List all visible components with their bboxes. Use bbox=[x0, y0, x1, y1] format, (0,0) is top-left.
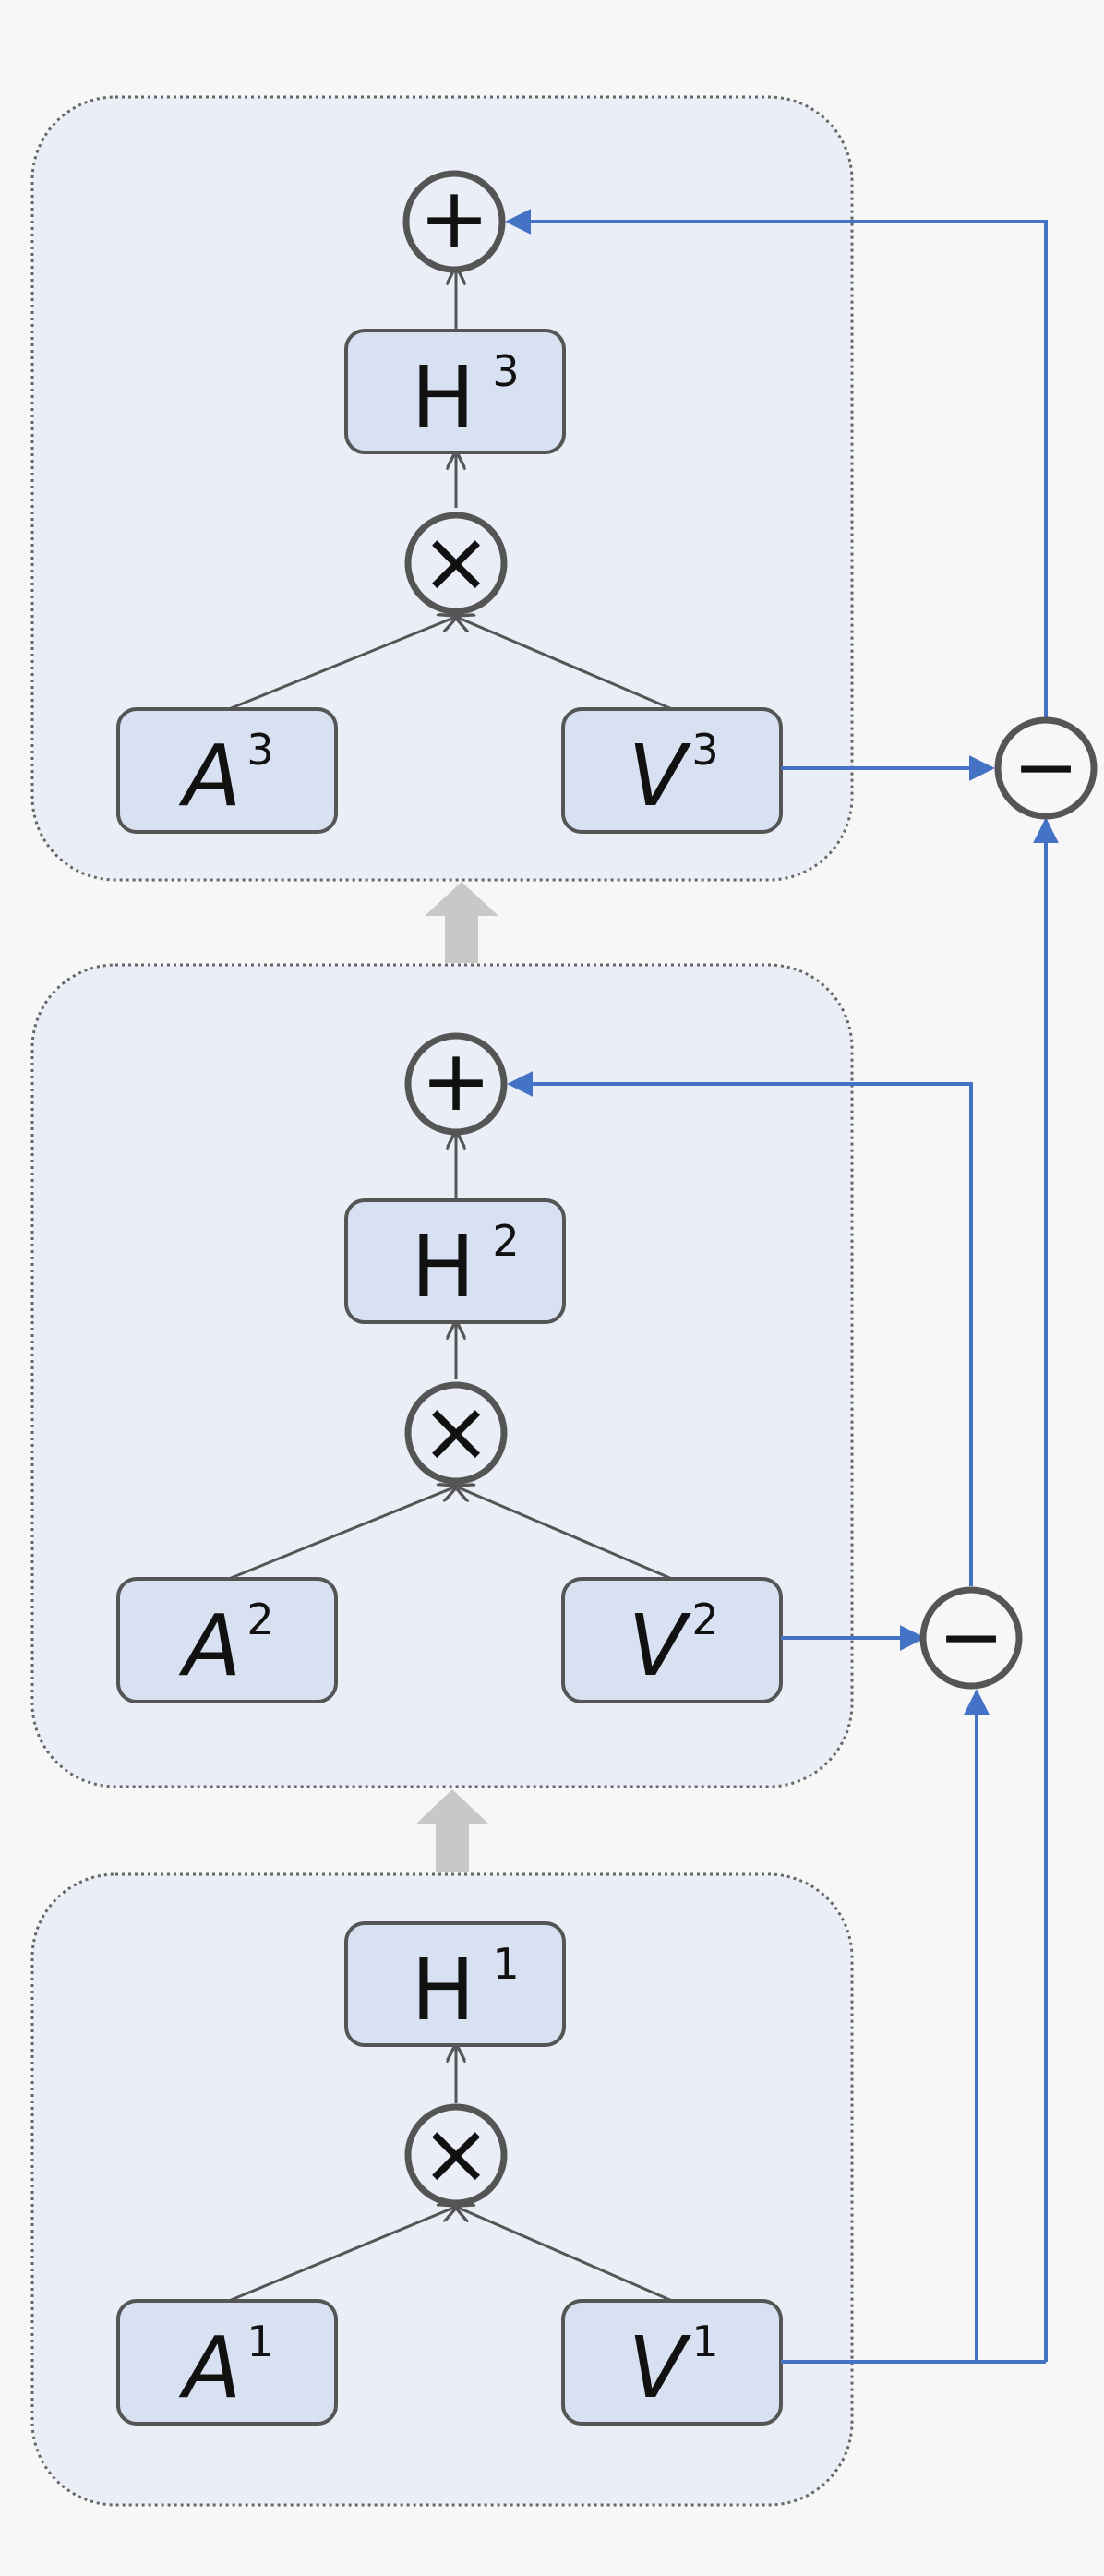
add-node-2 bbox=[404, 1032, 508, 1136]
v2-node bbox=[561, 1577, 783, 1703]
h1-node bbox=[344, 1921, 566, 2047]
a2-node bbox=[116, 1577, 338, 1703]
multiply-symbol-3: × bbox=[420, 512, 491, 611]
a3-node bbox=[116, 707, 338, 834]
layer-2: + H 2 × A 2 V 2 bbox=[116, 1031, 783, 1703]
add-symbol-3: + bbox=[418, 169, 489, 268]
a1-node bbox=[116, 2299, 338, 2426]
add-symbol-2: + bbox=[420, 1031, 491, 1130]
edge-a3-to-mult bbox=[228, 617, 456, 711]
layer-3: + H 3 × A 3 V 3 bbox=[116, 169, 783, 834]
multiply-node-1 bbox=[404, 2103, 508, 2207]
v1-sup: 1 bbox=[691, 2317, 718, 2366]
h2-label: H bbox=[411, 1218, 474, 1317]
multiply-symbol-1: × bbox=[420, 2104, 491, 2203]
subtract-symbol-2: − bbox=[938, 1591, 1004, 1683]
h3-label: H bbox=[411, 348, 474, 447]
a2-sup: 2 bbox=[246, 1595, 273, 1644]
h3-node bbox=[344, 329, 566, 454]
v2-sup: 2 bbox=[691, 1595, 718, 1644]
layer-1: H 1 × A 1 V 1 bbox=[116, 1921, 783, 2426]
add-node-3 bbox=[402, 170, 506, 273]
h1-sup: 1 bbox=[492, 1939, 519, 1989]
v2-label: V bbox=[629, 1596, 692, 1695]
h2-node bbox=[344, 1198, 566, 1324]
a3-label: A bbox=[179, 727, 242, 825]
v3-sup: 3 bbox=[691, 725, 718, 775]
a2-label: A bbox=[179, 1596, 242, 1695]
v3-node bbox=[561, 707, 783, 834]
v1-label: V bbox=[629, 2318, 692, 2417]
a1-label: A bbox=[179, 2318, 242, 2417]
h3-sup: 3 bbox=[492, 346, 519, 396]
edge-a1-to-mult bbox=[228, 2207, 456, 2303]
multiply-node-3 bbox=[404, 512, 508, 615]
multiply-node-2 bbox=[404, 1381, 508, 1485]
a1-sup: 1 bbox=[246, 2317, 273, 2366]
edge-subtract-2-to-add-2 bbox=[507, 1071, 973, 1586]
edge-subtract-3-to-add-3 bbox=[505, 209, 1048, 718]
up-arrow-1-to-2 bbox=[415, 1789, 489, 1872]
h1-label: H bbox=[411, 1941, 474, 2040]
subtract-node-3 bbox=[994, 716, 1098, 820]
edge-v2-to-mult bbox=[456, 1487, 673, 1581]
subtract-node-2 bbox=[919, 1586, 1023, 1690]
multiply-symbol-2: × bbox=[420, 1382, 491, 1481]
up-arrow-2-to-3 bbox=[425, 882, 498, 963]
v3-label: V bbox=[629, 727, 692, 825]
h2-sup: 2 bbox=[492, 1216, 519, 1266]
subtract-symbol-3: − bbox=[1013, 721, 1079, 813]
layer-3-panel bbox=[30, 95, 854, 882]
edge-v1-to-mult bbox=[456, 2207, 673, 2303]
edge-v3-to-mult bbox=[456, 617, 673, 711]
edge-a2-to-mult bbox=[228, 1487, 456, 1581]
a3-sup: 3 bbox=[246, 725, 273, 775]
